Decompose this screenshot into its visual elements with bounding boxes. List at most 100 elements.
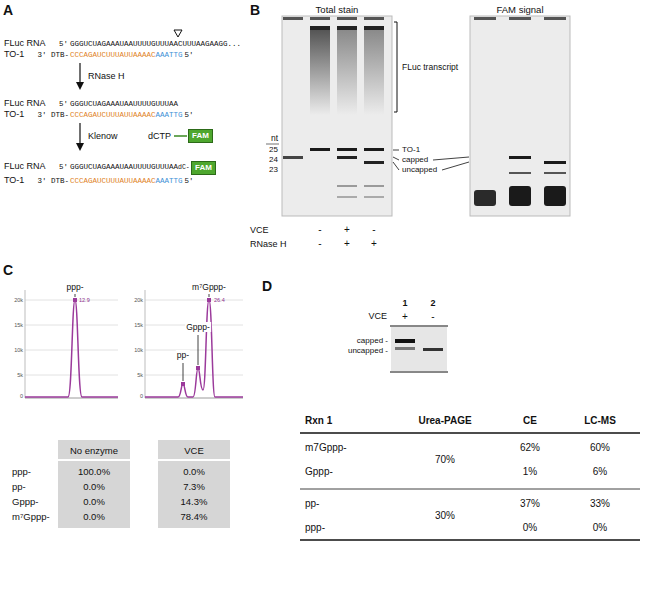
molecule-name: TO-1 [4,49,24,60]
peak-label: ppp- [65,282,84,292]
table-cell: 0% [523,522,537,534]
band-label: FLuc transcript [402,62,458,72]
gel-image [282,16,570,216]
end-mark: 5′ [185,177,194,186]
row-label: m⁷Gppp- [12,509,50,524]
peak-label: pp- [176,350,190,360]
molecule-name: TO-1 [4,109,24,120]
oligo-sequence: CCCAGAUCUUUAUUAAAAC [70,177,156,186]
table-header: Rxn 1 [305,415,332,427]
axis-tick: 0 [20,393,23,400]
band-label: uncapped [402,165,437,175]
axis-tick: 5k [17,372,23,379]
gel-image [310,17,330,20]
panel-letter: D [262,278,272,295]
gel-title: FAM signal [497,4,544,15]
gel-image [364,196,384,198]
percentage-value: 14.3% [181,494,208,509]
peak-label: Gppp- [185,322,211,332]
condition-sign: + [344,224,350,236]
molecule-name: TO-1 [4,175,24,186]
oligo-sequence: AAATTG [156,177,183,186]
gel-image [364,26,384,30]
gel-image [337,185,357,187]
axis-tick: 20k [134,297,143,304]
table-cell: Gppp- [305,466,333,478]
rna-sequence: GGGUCUAGAAAUAAUUUUGUUUAA [70,100,178,109]
gel-inset [391,327,447,371]
size-marker: 24 [269,155,278,165]
gel-image [509,156,531,159]
gel-annotation-lines [266,144,279,145]
percentage-value: 0.0% [83,494,105,509]
scheme-artwork [79,123,80,148]
gel-image [364,161,384,164]
axis-tick: 5k [137,372,143,379]
end-mark: 5′ [185,51,194,60]
table-cell: 6% [593,466,607,478]
gel-annotation-lines [266,22,469,170]
percentage-value: 0.0% [83,479,105,494]
oligo-sequence: AAATTG [156,51,183,60]
condition-sign: - [431,311,434,323]
column-header: VCE [184,443,204,459]
oligo-sequence: CCCAGAUCUUUAUUAAAAC [70,111,156,120]
percentage-value: 78.4% [181,509,208,524]
gel-image [509,186,531,206]
electropherogram [25,290,26,398]
molecule-name: FLuc RNA [4,98,46,109]
gel-image [310,30,330,115]
gel-image [337,148,357,151]
gel-annotation-lines [393,162,399,170]
gel-image [544,17,566,20]
gel-annotation-lines [393,157,399,160]
band-label: uncapped - [348,346,388,356]
gel-inset [395,339,415,343]
gel-image [337,26,357,30]
gel-image [283,17,303,20]
gel-image [364,185,384,187]
gel-annotation-lines [433,157,469,160]
electropherogram [183,363,184,381]
electropherogram [145,350,243,351]
gel-title: Total stain [316,4,359,15]
gel-inset [390,326,448,372]
electropherogram [25,300,118,301]
panel-letter: B [250,2,260,19]
panel-letter: C [3,262,13,279]
oligo-sequence: AAATTG [156,111,183,120]
scheme-artwork [79,63,80,87]
electropherogram [196,366,200,370]
gel-image [474,190,496,206]
table-cell: 60% [590,442,610,454]
axis-tick: 20k [14,297,23,304]
table-header: LC-MS [584,415,616,427]
condition-sign: - [318,238,321,250]
condition-label: RNase H [250,239,287,250]
peak-value: 12.9 [79,297,90,304]
tag-text: FAM [195,163,212,173]
fluorophore-tag: FAM [188,129,213,143]
electropherogram [145,300,243,301]
reagent-label: dCTP [148,131,171,142]
added-nucleotide: dC- [178,164,190,172]
condition-sign: + [402,311,408,323]
table-cell: 1% [523,466,537,478]
electropherogram [25,290,243,398]
gel-image [364,148,384,151]
condition-sign: - [318,224,321,236]
peak-label: m⁷Gppp- [191,282,227,292]
oligo-sequence: 3′ DTB- [37,177,69,186]
electropherogram [25,300,118,397]
gel-annotation-lines [442,162,469,170]
gel-image [310,148,330,151]
percentage-column: No enzyme100.0%0.0%0.0%0.0% [58,440,130,528]
gel-inset [390,326,448,327]
axis-tick: 0 [140,393,143,400]
table-rule [300,539,640,540]
percentage-value: 0.0% [183,464,205,479]
table-rule [300,432,640,433]
electropherogram [209,294,210,297]
electropherogram [145,375,243,376]
